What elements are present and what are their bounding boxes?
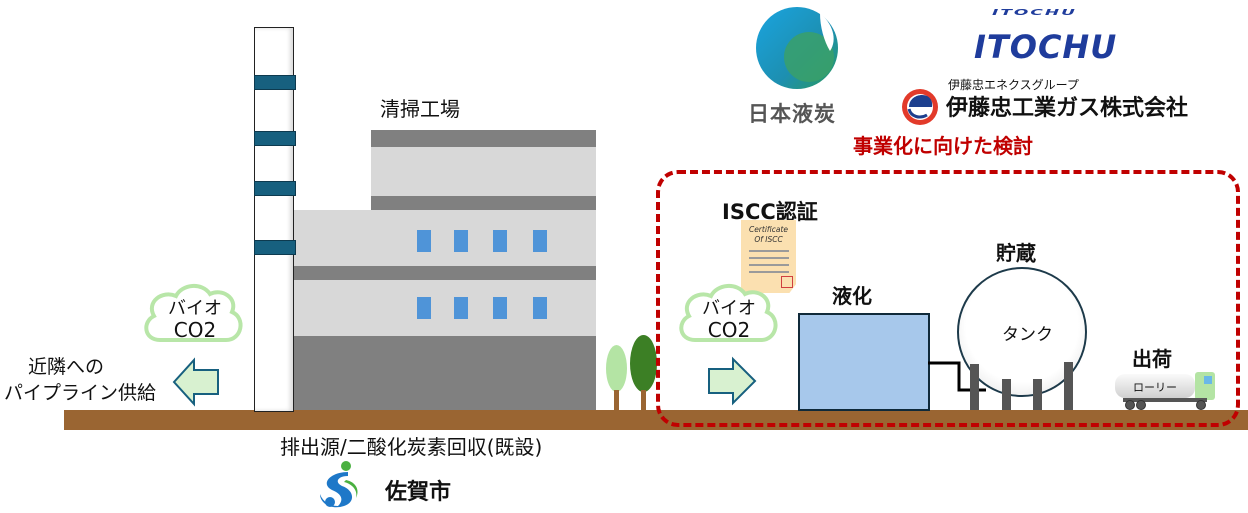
bio-co2-cloud-right bbox=[679, 284, 778, 342]
cert-line1: Certificate bbox=[748, 225, 789, 234]
pipeline-line2: パイプライン供給 bbox=[4, 382, 157, 404]
itochu-gas-logo-icon bbox=[902, 89, 938, 125]
tanker-truck: ローリー bbox=[1115, 372, 1219, 410]
truck-label: ローリー bbox=[1133, 381, 1177, 394]
itochu-gas-name: 伊藤忠工業ガス株式会社 bbox=[946, 96, 1189, 121]
bio-co2-cloud-left bbox=[144, 284, 243, 342]
shipping-label: 出荷 bbox=[1132, 347, 1172, 371]
itochu-logo: ITOCHU ITOCHU bbox=[974, 8, 1118, 66]
business-study-title: 事業化に向けた検討 bbox=[853, 134, 1033, 158]
chimney bbox=[254, 27, 296, 412]
cloud-left-line1: バイオ bbox=[168, 298, 222, 319]
itochu-wordmark: ITOCHU bbox=[974, 28, 1118, 66]
nippon-ekitan-name: 日本液炭 bbox=[748, 102, 836, 126]
cloud-left-line2: CO2 bbox=[173, 318, 217, 342]
pipeline-line1: 近隣への bbox=[28, 356, 105, 378]
storage-tank bbox=[957, 267, 1087, 397]
saga-city-logo bbox=[320, 461, 358, 508]
tree-light bbox=[606, 345, 628, 410]
tank-leg bbox=[1033, 379, 1042, 410]
cloud-right-line2: CO2 bbox=[707, 318, 751, 342]
cert-line2: Of ISCC bbox=[754, 235, 783, 244]
nippon-ekitan-logo bbox=[756, 7, 838, 89]
arrow-left-icon bbox=[172, 357, 219, 407]
tank-label: タンク bbox=[1002, 325, 1053, 345]
cloud-right-line1: バイオ bbox=[702, 298, 756, 319]
tank-leg bbox=[1064, 362, 1073, 410]
tank-leg bbox=[1002, 379, 1011, 410]
incineration-plant bbox=[254, 130, 596, 410]
tank-leg bbox=[970, 364, 979, 410]
business-study-scope bbox=[656, 170, 1240, 427]
city-name: 佐賀市 bbox=[385, 480, 452, 505]
liquefaction-unit bbox=[798, 313, 930, 411]
liquefaction-label: 液化 bbox=[832, 284, 872, 308]
arrow-right-icon bbox=[708, 356, 757, 406]
seal-stamp-icon bbox=[781, 276, 793, 288]
iscc-certificate-icon: Certificate Of ISCC bbox=[741, 220, 796, 293]
source-label: 排出源/二酸化炭素回収(既設) bbox=[280, 435, 543, 459]
storage-label: 貯蔵 bbox=[996, 241, 1036, 265]
plant-label: 清掃工場 bbox=[380, 97, 460, 121]
itochu-group-label: 伊藤忠エネクスグループ bbox=[948, 78, 1079, 92]
tree-dark bbox=[630, 335, 658, 410]
